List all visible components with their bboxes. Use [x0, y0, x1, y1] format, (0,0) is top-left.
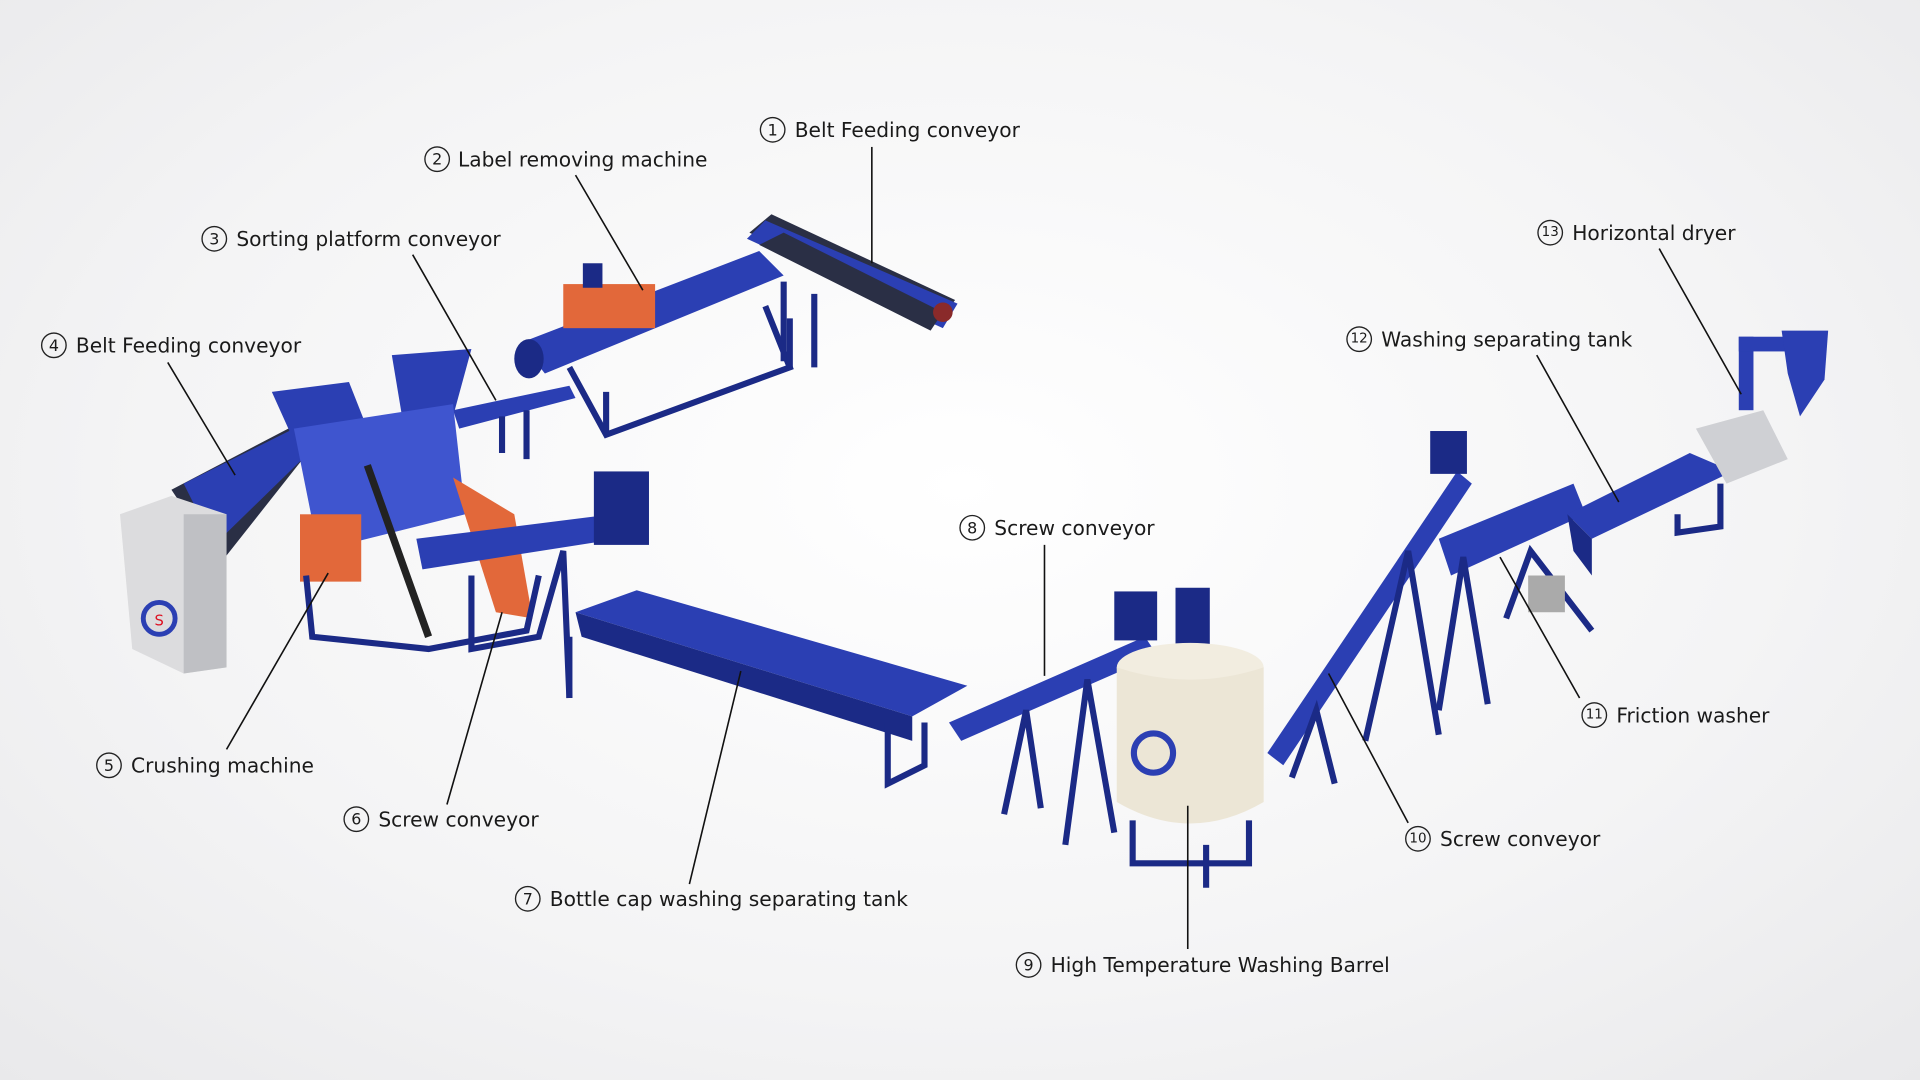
label-number: 6 — [351, 810, 361, 829]
label-text: Bottle cap washing separating tank — [550, 887, 908, 911]
label-3: 3 Sorting platform conveyor — [201, 225, 501, 252]
label-number: 3 — [209, 229, 219, 248]
label-number: 2 — [432, 150, 442, 169]
screw-conveyor-10 — [1267, 431, 1472, 785]
label-number: 10 — [1409, 831, 1426, 846]
high-temperature-washing-barrel — [1116, 587, 1264, 888]
label-text: Label removing machine — [458, 148, 708, 172]
label-11: 11 Friction washer — [1581, 702, 1770, 729]
label-number: 4 — [49, 336, 59, 355]
label-10: 10 Screw conveyor — [1405, 825, 1601, 852]
label-removing-machine — [514, 251, 794, 439]
control-cabinet: S — [120, 495, 227, 674]
label-number: 5 — [104, 756, 114, 775]
label-text: Screw conveyor — [994, 516, 1155, 540]
screw-conveyor-6 — [416, 471, 649, 699]
cabinet-logo: S — [155, 612, 164, 629]
label-13: 13 Horizontal dryer — [1537, 219, 1736, 246]
screw-conveyor-8 — [948, 591, 1158, 846]
label-number: 9 — [1024, 955, 1034, 974]
label-1: 1 Belt Feeding conveyor — [759, 116, 1021, 143]
label-number: 11 — [1586, 708, 1603, 723]
label-text: Screw conveyor — [378, 808, 539, 832]
leader-lines — [167, 146, 1742, 949]
label-text: Belt Feeding conveyor — [76, 334, 302, 358]
label-9: 9 High Temperature Washing Barrel — [1015, 951, 1390, 978]
label-12: 12 Washing separating tank — [1346, 326, 1633, 353]
sorting-platform-conveyor — [453, 385, 576, 460]
label-text: High Temperature Washing Barrel — [1051, 953, 1390, 977]
label-4: 4 Belt Feeding conveyor — [40, 332, 302, 359]
label-number: 12 — [1351, 332, 1368, 347]
label-number: 13 — [1542, 225, 1559, 240]
horizontal-dryer — [1695, 330, 1829, 484]
label-number: 1 — [768, 120, 778, 139]
label-number: 8 — [967, 518, 977, 537]
label-text: Washing separating tank — [1381, 328, 1632, 352]
label-text: Crushing machine — [131, 754, 314, 778]
label-text: Horizontal dryer — [1572, 221, 1736, 245]
friction-washer — [1435, 483, 1595, 711]
label-2: 2 Label removing machine — [424, 146, 708, 173]
label-text: Screw conveyor — [1440, 827, 1601, 851]
belt-feeding-conveyor-1 — [746, 214, 958, 368]
label-text: Belt Feeding conveyor — [795, 118, 1021, 142]
label-7: 7 Bottle cap washing separating tank — [514, 885, 908, 912]
label-8: 8 Screw conveyor — [959, 514, 1155, 541]
washing-separating-tank — [1567, 453, 1733, 576]
label-text: Friction washer — [1616, 703, 1770, 727]
label-5: 5 Crushing machine — [96, 752, 314, 779]
label-text: Sorting platform conveyor — [236, 227, 501, 251]
label-6: 6 Screw conveyor — [343, 806, 539, 833]
label-number: 7 — [523, 889, 533, 908]
crushing-machine — [271, 348, 542, 653]
bottle-cap-washing-tank — [566, 590, 968, 789]
